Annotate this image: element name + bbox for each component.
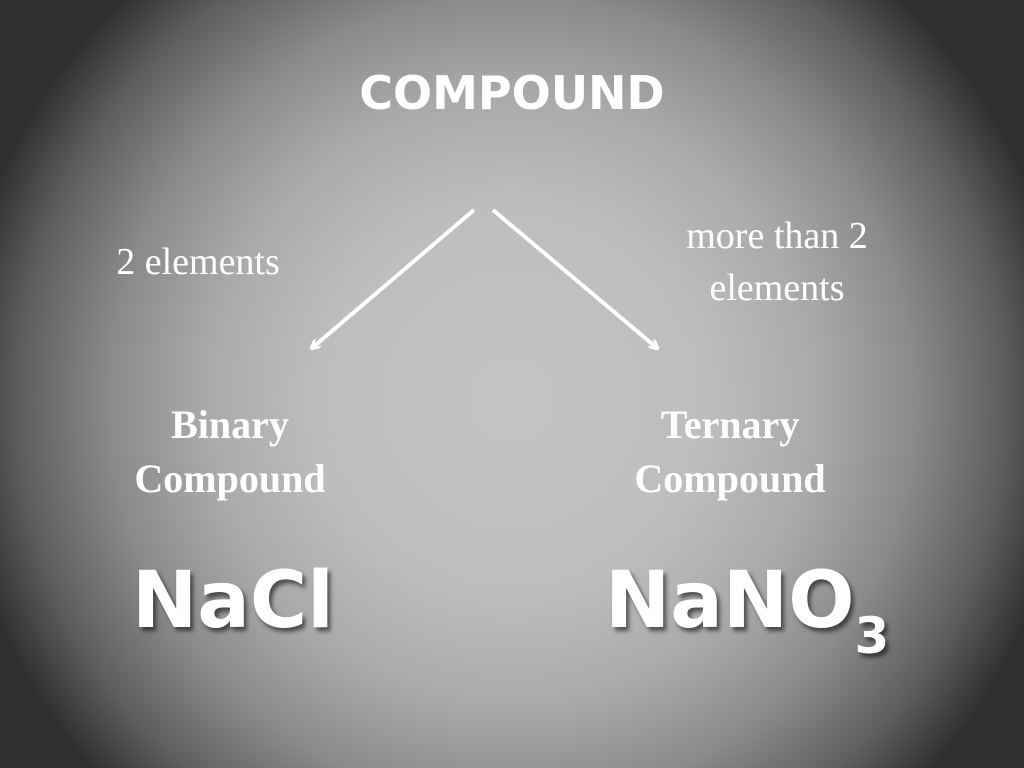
binary-formula: NaCl xyxy=(132,556,334,646)
left-branch-condition: 2 elements xyxy=(88,236,308,288)
right-arrow xyxy=(491,208,657,348)
binary-line1: Binary xyxy=(171,402,289,447)
ternary-formula-main: NaNO xyxy=(605,556,855,646)
right-branch-condition: more than 2 elements xyxy=(652,210,902,314)
right-condition-line1: more than 2 xyxy=(686,215,868,257)
left-arrow xyxy=(312,208,476,348)
binary-compound-label: Binary Compound xyxy=(100,398,360,506)
ternary-formula: NaNO3 xyxy=(605,556,889,665)
right-condition-line2: elements xyxy=(709,267,845,309)
binary-line2: Compound xyxy=(134,456,326,501)
ternary-line1: Ternary xyxy=(660,402,800,447)
ternary-line2: Compound xyxy=(634,456,826,501)
ternary-formula-subscript: 3 xyxy=(854,607,890,665)
ternary-compound-label: Ternary Compound xyxy=(600,398,860,506)
diagram-title: COMPOUND xyxy=(359,66,665,120)
left-condition-text: 2 elements xyxy=(116,241,280,283)
